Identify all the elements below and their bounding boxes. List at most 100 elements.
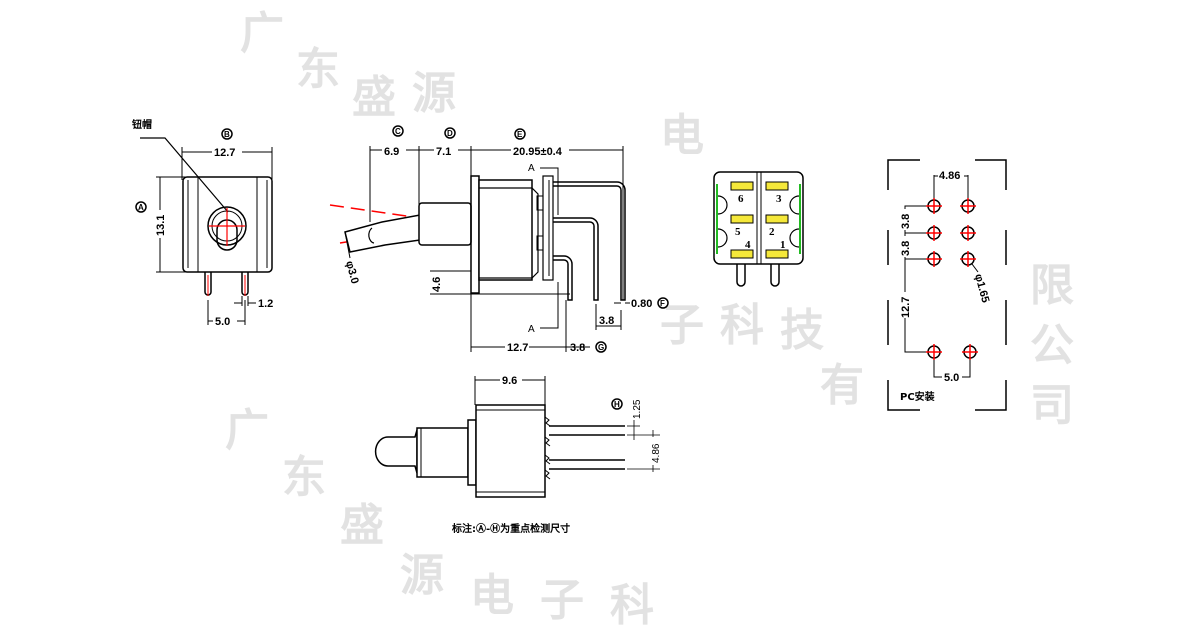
body-length-value: 12.7 (507, 342, 528, 354)
rear-view: 6 3 5 2 4 1 (713, 171, 804, 287)
terminal-loop (717, 195, 728, 215)
badge-d-label: D (447, 129, 453, 138)
pcb-hole (960, 225, 976, 241)
pin-spacing-value: 4.86 (651, 443, 662, 463)
label-bg (899, 209, 911, 230)
badge-c-label: C (395, 127, 401, 136)
badge-g-label: G (598, 343, 604, 352)
contact-5 (730, 214, 754, 224)
top-view: 9.6 H 1.25 4.86 (374, 374, 662, 498)
pin-outer (553, 181, 626, 301)
frame-corner (975, 380, 1007, 411)
pcb-hole (926, 198, 942, 214)
row-pitch-1-value: 3.8 (900, 214, 912, 229)
section-mark-bottom: A (528, 324, 535, 335)
width-value: 12.7 (214, 147, 235, 159)
side-body (478, 179, 533, 281)
body-width-value: 9.6 (502, 375, 517, 387)
top-body (475, 404, 546, 498)
body-detail (479, 187, 539, 279)
pin-middle (553, 217, 599, 301)
watermark-char: 科 (610, 580, 654, 631)
bushing (418, 202, 472, 246)
badge-e (514, 128, 526, 140)
rear-body (713, 171, 804, 265)
frame-corner (887, 159, 920, 190)
watermark-char: 限 (1030, 260, 1074, 311)
cap-leader-line (140, 137, 229, 213)
pin-pitch-1-value: 3.8 (570, 342, 585, 354)
section-line (540, 282, 559, 329)
badge-g (595, 341, 607, 353)
watermark-char: 司 (1030, 380, 1074, 431)
dim-line (904, 205, 926, 353)
rear-pin (736, 264, 746, 287)
pcb-holes (926, 198, 978, 360)
bushing-length-value: 7.1 (436, 146, 451, 158)
footnote: 标注:Ⓐ-Ⓗ为重点检测尺寸 (451, 522, 570, 535)
pin-pitch-value: 5.0 (215, 316, 230, 328)
label-bg (899, 292, 911, 318)
badge-h-label: H (614, 400, 620, 409)
pcb-hole (960, 251, 976, 267)
lever-length-value: 6.9 (384, 146, 399, 158)
pin-label: 6 (738, 193, 744, 205)
total-length-value: 20.95±0.4 (513, 146, 563, 158)
terminal-clips (544, 416, 551, 480)
badge-b (221, 128, 233, 140)
contact-1 (765, 249, 789, 259)
mount-pitch-h-value: 5.0 (944, 372, 959, 384)
watermark-char: 子 (540, 575, 584, 626)
top-lever (374, 429, 418, 474)
pcb-layout: 4.86 3.8 3.8 12.7 φ1.65 5.0 PC安装 (887, 159, 1007, 411)
ext-line (344, 231, 351, 259)
terminal-loop (789, 195, 800, 215)
pin-inner (553, 255, 573, 301)
lever-edge (368, 227, 375, 244)
row-pitch-2-value: 3.8 (900, 241, 912, 256)
label-bg (938, 170, 964, 181)
leader-line (971, 263, 979, 273)
pcb-hole (926, 225, 942, 241)
lever-axis-line (329, 204, 421, 219)
hole-dia-value: φ1.65 (972, 273, 991, 304)
side-view: C D E 6.9 7.1 20.95±0.4 A A φ3.0 (329, 125, 669, 354)
terminal-loop (789, 228, 800, 248)
badge-d (444, 127, 456, 139)
label-bg (505, 341, 529, 353)
section-mark-top: A (528, 163, 535, 174)
pin-width-value: 1.2 (258, 298, 273, 310)
label-bg (511, 144, 569, 156)
front-body (182, 176, 273, 273)
lever-dia-value: φ3.0 (343, 260, 361, 285)
watermark-char: 东 (282, 452, 326, 503)
label-bg (942, 371, 962, 383)
cap-label: 钮帽 (131, 118, 152, 131)
terminal-loop (717, 228, 728, 248)
watermark-char: 源 (400, 550, 444, 601)
pcb-hole (960, 198, 976, 214)
pin-label: 1 (780, 239, 786, 251)
badge-h (611, 398, 623, 410)
label-bg (213, 315, 237, 327)
watermark-char: 广 (240, 8, 284, 59)
rear-pin (770, 264, 780, 287)
contact-4 (730, 249, 754, 259)
pcb-hole (926, 251, 942, 267)
label-bg (434, 144, 458, 156)
watermark-char: 电 (470, 570, 514, 621)
pin-pitch-2-value: 3.8 (599, 315, 614, 327)
watermark-char: 盛 (340, 500, 384, 551)
label-bg (500, 374, 522, 386)
badge-e-label: E (517, 130, 523, 139)
flange (470, 175, 480, 294)
watermark-char: 源 (412, 68, 456, 119)
badge-c (392, 125, 404, 137)
watermark-char: 有 (820, 360, 864, 411)
pcb-hole (962, 344, 978, 360)
label-bg (154, 210, 166, 238)
pin-thickness-value: 0.80 (631, 298, 652, 310)
watermark-char: 盛 (352, 72, 396, 123)
label-bg (899, 236, 911, 257)
